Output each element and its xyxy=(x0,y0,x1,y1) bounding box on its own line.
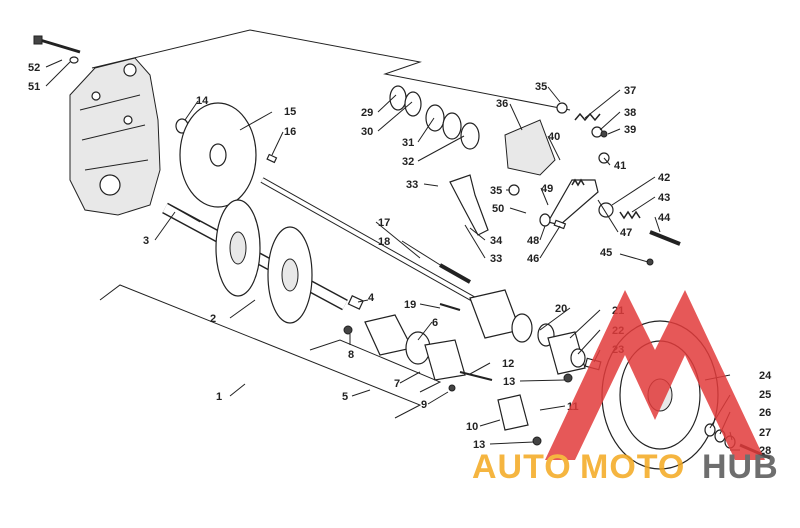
callout-33: 33 xyxy=(406,179,418,191)
callout-35: 35 xyxy=(535,81,547,93)
bracket-34 xyxy=(449,174,489,236)
callout-40: 40 xyxy=(548,131,560,143)
lever-47 xyxy=(547,179,599,226)
callout-3: 3 xyxy=(143,235,149,247)
callout-27: 27 xyxy=(759,427,771,439)
callout-16: 16 xyxy=(284,126,296,138)
sprocket-2 xyxy=(215,199,313,324)
bolt-19 xyxy=(439,303,461,311)
callout-24: 24 xyxy=(759,370,772,382)
nut-8 xyxy=(343,325,353,335)
brake-disc-15 xyxy=(179,102,257,208)
callout-32: 32 xyxy=(402,156,414,168)
watermark-logo: AUTO MOTO HUB xyxy=(472,290,779,486)
clip-48 xyxy=(539,213,551,227)
callout-15: 15 xyxy=(284,106,296,118)
watermark-triangle xyxy=(545,290,765,460)
callout-13: 13 xyxy=(503,376,515,388)
callout-9: 9 xyxy=(421,399,427,411)
bolt-52 xyxy=(33,35,81,54)
callout-35-lower: 35 xyxy=(490,185,502,197)
callout-42: 42 xyxy=(658,172,670,184)
seal-22 xyxy=(570,348,586,368)
callout-52: 52 xyxy=(28,62,40,74)
callout-41: 41 xyxy=(614,160,626,172)
callout-33-lower: 33 xyxy=(490,253,502,265)
callout-39: 39 xyxy=(624,124,636,136)
callout-6: 6 xyxy=(432,317,438,329)
callout-7: 7 xyxy=(394,378,400,390)
callout-8: 8 xyxy=(348,349,354,361)
nut-39 xyxy=(600,130,608,138)
washer-51 xyxy=(69,56,79,64)
spacer-4 xyxy=(347,295,364,310)
watermark-moto: MOTO xyxy=(580,448,685,486)
callout-49: 49 xyxy=(541,183,553,195)
callout-45: 45 xyxy=(600,247,612,259)
nut-9 xyxy=(448,384,456,392)
flange-plate-7b xyxy=(424,339,466,381)
spring-37 xyxy=(574,112,601,122)
callout-26: 26 xyxy=(759,407,771,419)
washer-35b xyxy=(508,184,520,196)
callout-46: 46 xyxy=(527,253,539,265)
callout-14: 14 xyxy=(196,95,209,107)
callout-10: 10 xyxy=(466,421,478,433)
nut-13a xyxy=(563,373,573,383)
callout-20: 20 xyxy=(555,303,567,315)
callout-4: 4 xyxy=(368,292,375,304)
callout-18: 18 xyxy=(378,236,390,248)
washer-38 xyxy=(591,126,603,138)
callout-44: 44 xyxy=(658,212,671,224)
callout-47: 47 xyxy=(620,227,632,239)
callout-34: 34 xyxy=(490,235,503,247)
callout-37: 37 xyxy=(624,85,636,97)
spring-49 xyxy=(571,178,585,187)
flange-plate-7 xyxy=(364,314,413,356)
callout-17: 17 xyxy=(378,217,390,229)
callout-5: 5 xyxy=(342,391,348,403)
callout-43: 43 xyxy=(658,192,670,204)
callout-13-lower: 13 xyxy=(473,439,485,451)
callout-1: 1 xyxy=(216,391,222,403)
callout-30: 30 xyxy=(361,126,373,138)
callout-48: 48 xyxy=(527,235,539,247)
callout-19: 19 xyxy=(404,299,416,311)
callout-25: 25 xyxy=(759,389,771,401)
callout-51: 51 xyxy=(28,81,40,93)
caliper-36 xyxy=(504,119,556,176)
callout-36: 36 xyxy=(496,98,508,110)
spring-43 xyxy=(619,210,641,220)
watermark-hub: HUB xyxy=(702,448,779,486)
watermark-auto: AUTO xyxy=(472,448,572,486)
assembly-outline-lines xyxy=(91,29,571,419)
flange-10 xyxy=(497,394,529,431)
bearing-20 xyxy=(511,313,533,343)
callout-50: 50 xyxy=(492,203,504,215)
bolt-12 xyxy=(459,371,493,381)
washer-25 xyxy=(704,423,716,437)
callout-12: 12 xyxy=(502,358,514,370)
callout-2: 2 xyxy=(210,313,216,325)
callout-29: 29 xyxy=(361,107,373,119)
washer-35a xyxy=(556,102,568,114)
key-16 xyxy=(266,153,278,164)
nut-13b xyxy=(532,436,542,446)
driveshaft-17 xyxy=(260,177,477,303)
gearcase-housing xyxy=(69,57,161,216)
brake-pads-29-32 xyxy=(389,85,480,150)
leader-lines xyxy=(45,59,740,451)
callout-38: 38 xyxy=(624,107,636,119)
adjuster-44 xyxy=(649,230,681,246)
callout-31: 31 xyxy=(402,137,414,149)
